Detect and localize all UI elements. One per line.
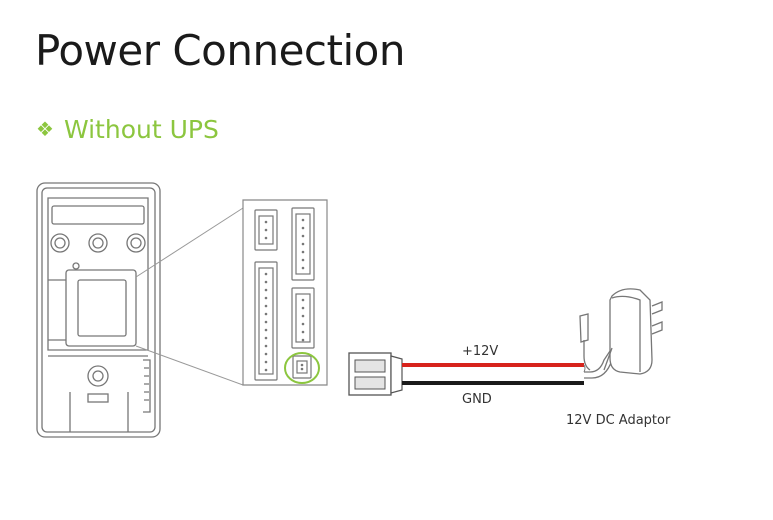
screw-hole-right: [126, 233, 146, 253]
device-outer-shell: [36, 182, 161, 438]
wire-plug-connector: [348, 352, 403, 396]
screw-hole-left: [50, 233, 70, 253]
terminal-block-bottom-left: [254, 261, 278, 381]
power-wires: [402, 347, 613, 385]
adaptor-cable: [584, 347, 613, 373]
device-back-panel: [36, 182, 161, 438]
terminal-block-top-right: [291, 207, 315, 281]
terminal-block-top-left: [254, 209, 278, 251]
connector-window: [65, 269, 137, 347]
ground-wire-label: GND: [462, 392, 492, 407]
diamond-bullet-icon: ❖: [36, 117, 54, 141]
positive-wire-label: +12V: [462, 344, 498, 359]
dc-adaptor: [579, 288, 663, 375]
power-terminal: [292, 355, 312, 379]
section-subtitle: ❖ Without UPS: [36, 115, 219, 144]
adaptor-label: 12V DC Adaptor: [566, 413, 671, 428]
screw-hole-bottom: [87, 365, 109, 387]
section-subtitle-text: Without UPS: [63, 115, 219, 144]
terminal-pins: [264, 218, 305, 372]
screw-hole-center: [88, 233, 108, 253]
power-terminal-highlight: [284, 352, 320, 384]
page-title: Power Connection: [35, 26, 405, 75]
zoom-callout-lines: [135, 207, 244, 386]
terminal-block-middle-right: [291, 287, 315, 349]
zoomed-terminal-panel: [242, 199, 328, 386]
